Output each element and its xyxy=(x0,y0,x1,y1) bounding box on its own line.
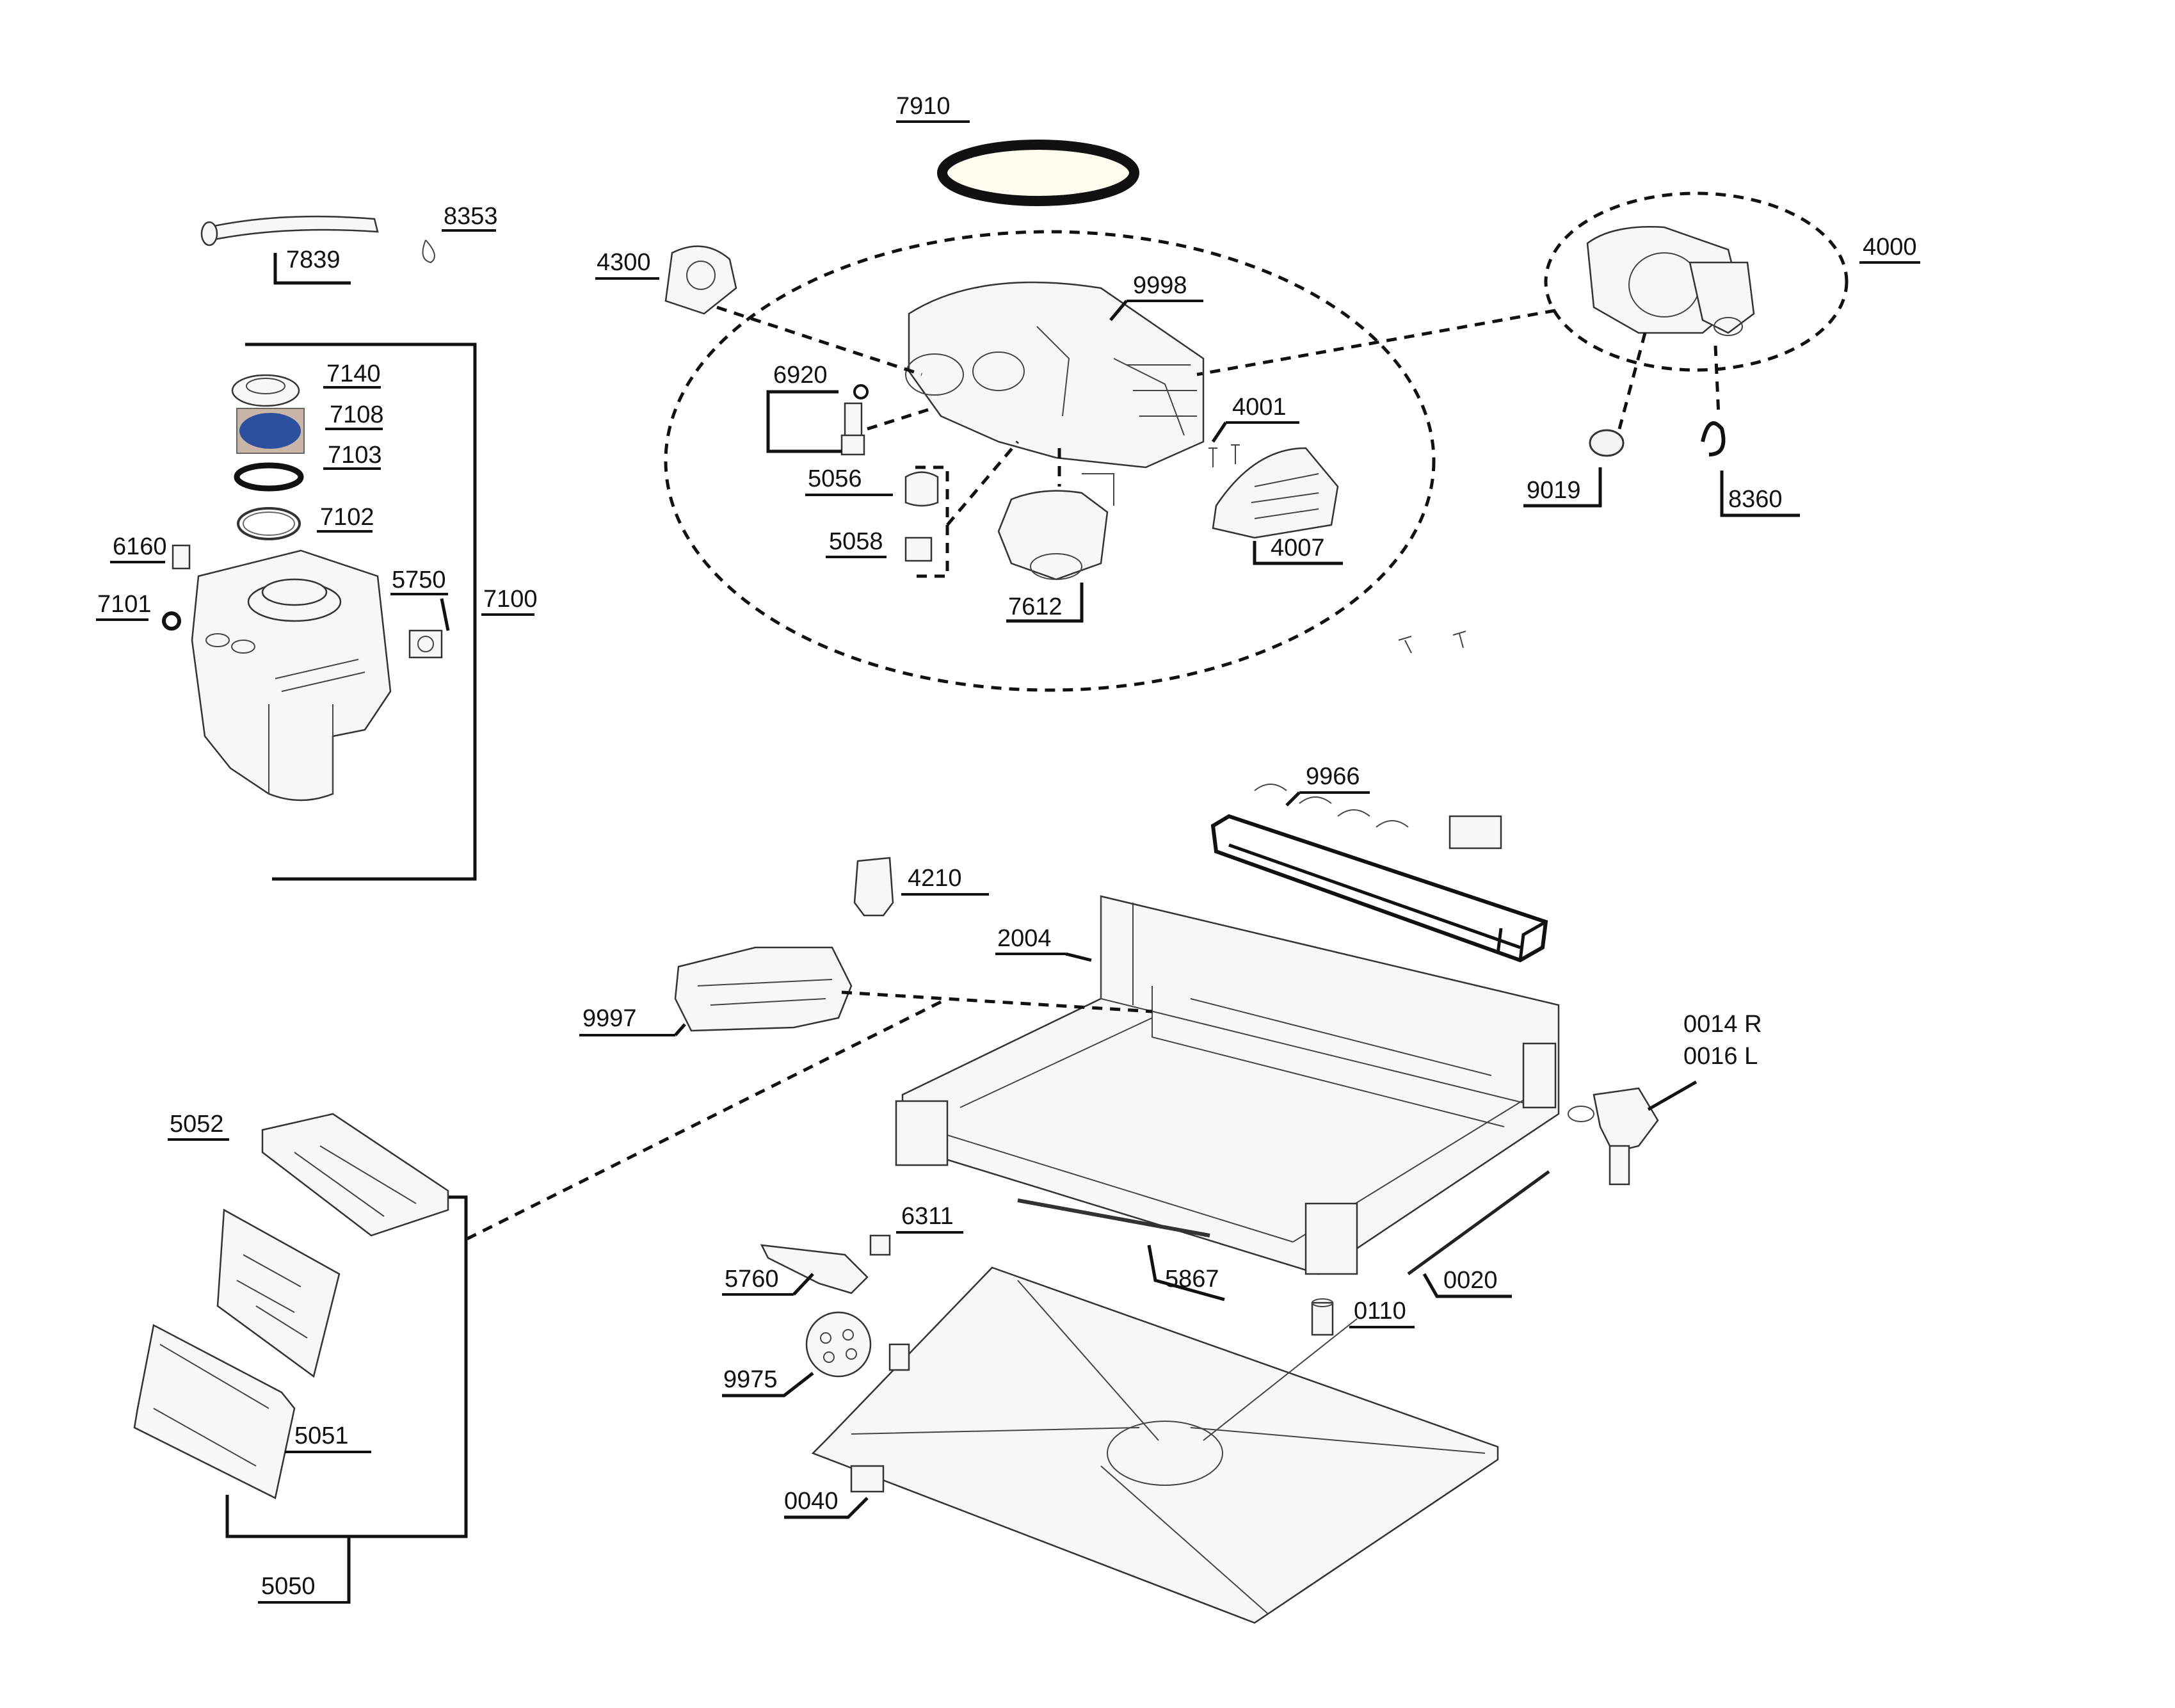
label-0110: 0110 xyxy=(1354,1298,1406,1325)
pump-4000 xyxy=(1586,226,1755,336)
label-7140: 7140 xyxy=(326,360,381,387)
label-7839: 7839 xyxy=(286,246,341,273)
label-9966: 9966 xyxy=(1306,763,1360,790)
label-0020: 0020 xyxy=(1443,1267,1498,1294)
hose-7839 xyxy=(200,215,379,246)
cable-0020 xyxy=(1407,1170,1550,1276)
softener-unit xyxy=(191,549,392,802)
pump-7612 xyxy=(997,473,1114,581)
label-0016l: 0016 L xyxy=(1683,1043,1758,1070)
label-0014r: 0014 R xyxy=(1683,1011,1762,1038)
softener-cap-7140 xyxy=(231,374,300,407)
valve-0014 xyxy=(1568,1087,1659,1186)
oring-7103 xyxy=(234,462,304,492)
sensor-4300 xyxy=(664,245,737,315)
gasket-7910 xyxy=(937,140,1139,206)
bracket-9997 xyxy=(674,946,853,1032)
label-8360: 8360 xyxy=(1728,486,1783,513)
switch-6311 xyxy=(869,1234,891,1256)
switch-box xyxy=(1449,815,1502,850)
loose-screws xyxy=(1398,631,1466,654)
label-2004: 2004 xyxy=(997,925,1052,952)
label-7102: 7102 xyxy=(320,504,374,531)
cover-5052 xyxy=(261,1113,449,1237)
label-5052: 5052 xyxy=(170,1111,224,1138)
label-4007: 4007 xyxy=(1271,535,1325,561)
label-4210: 4210 xyxy=(908,865,962,892)
label-9975: 9975 xyxy=(723,1366,778,1393)
frame-5051 xyxy=(133,1324,296,1499)
label-6160: 6160 xyxy=(113,533,167,560)
bracket-5050 xyxy=(225,1195,468,1604)
clips-9966 xyxy=(1254,784,1409,828)
label-5056: 5056 xyxy=(808,465,862,492)
label-9997: 9997 xyxy=(582,1005,637,1032)
base-frame-2004 xyxy=(895,895,1560,1275)
clamp-8353 xyxy=(422,239,435,264)
label-4001: 4001 xyxy=(1232,394,1287,421)
foot-0110 xyxy=(1311,1298,1334,1336)
label-7108: 7108 xyxy=(330,401,384,428)
rod-5867 xyxy=(1017,1198,1210,1237)
ring-7102 xyxy=(237,507,301,540)
label-6311: 6311 xyxy=(901,1203,954,1230)
label-9019: 9019 xyxy=(1527,477,1581,504)
label-7612: 7612 xyxy=(1008,593,1063,620)
label-4300: 4300 xyxy=(597,249,651,276)
cap-9019 xyxy=(1589,429,1625,457)
label-5058: 5058 xyxy=(829,528,883,555)
valve-5750 xyxy=(408,629,443,659)
seal-7108 xyxy=(236,408,305,454)
component-5058 xyxy=(904,536,933,562)
switch-6160 xyxy=(172,544,191,570)
label-0040: 0040 xyxy=(784,1488,839,1515)
label-7100: 7100 xyxy=(483,586,538,613)
label-9998: 9998 xyxy=(1133,272,1187,299)
group-outline-9998 xyxy=(664,230,1436,692)
board-pcb xyxy=(216,1208,341,1378)
clamp-8360 xyxy=(1701,421,1726,456)
lever-5760 xyxy=(760,1244,869,1294)
label-5867: 5867 xyxy=(1165,1266,1219,1293)
label-4000: 4000 xyxy=(1863,234,1917,261)
label-5050: 5050 xyxy=(261,1573,316,1600)
sump-9998 xyxy=(905,281,1205,469)
base-plate-0040 xyxy=(811,1266,1499,1624)
group-outline-4000 xyxy=(1544,191,1849,372)
disc-9975 xyxy=(805,1311,872,1378)
valve-4210 xyxy=(853,857,894,917)
sensor-5056 xyxy=(904,471,939,507)
label-8353: 8353 xyxy=(444,203,498,230)
label-6920: 6920 xyxy=(773,362,828,389)
sensor-6920 xyxy=(840,384,869,456)
label-5750: 5750 xyxy=(392,567,446,593)
label-5760: 5760 xyxy=(725,1266,779,1293)
label-7101: 7101 xyxy=(97,591,152,618)
label-7910: 7910 xyxy=(896,93,951,120)
filter-4007 xyxy=(1212,447,1339,539)
label-5051: 5051 xyxy=(294,1422,349,1449)
beams xyxy=(1210,814,1548,963)
label-7103: 7103 xyxy=(328,442,382,469)
screws-4001 xyxy=(1208,444,1240,467)
oring-7101 xyxy=(162,611,181,631)
bracket-7100 xyxy=(245,342,477,881)
